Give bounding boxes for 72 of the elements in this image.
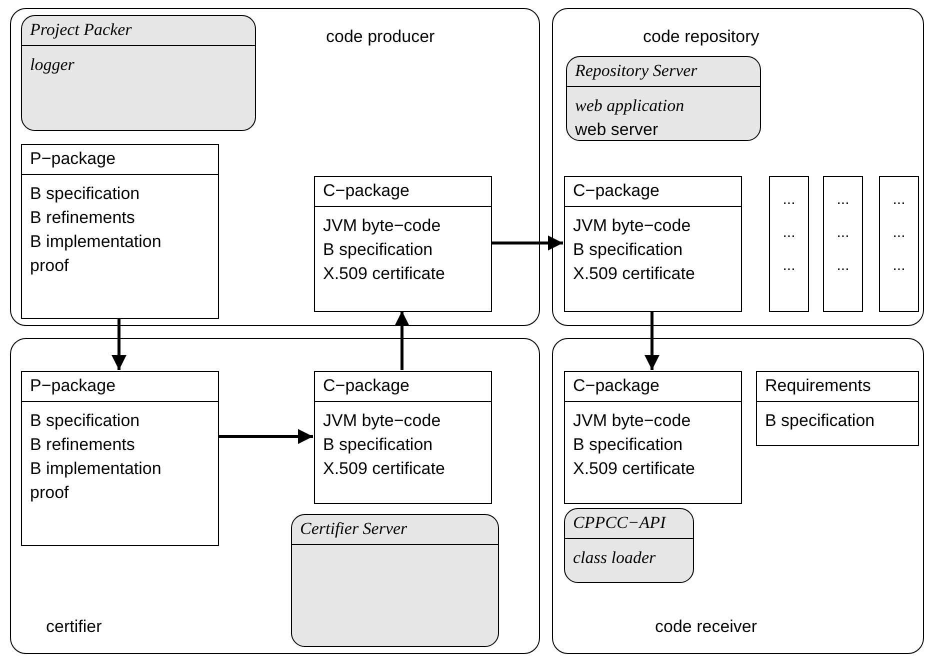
content-line: JVM byte−code [572, 410, 692, 432]
content-line: JVM byte−code [322, 410, 442, 432]
ellipsis-text: ... [892, 257, 906, 274]
content-line: logger [29, 54, 76, 76]
box-heading: C−package [565, 372, 741, 402]
content-line: web application [574, 95, 686, 117]
ellipsis-text: ... [892, 191, 906, 208]
box-heading: C−package [315, 372, 491, 402]
content-line: B specification [764, 410, 876, 432]
server-box [566, 56, 761, 141]
content-line: class loader [572, 547, 657, 569]
content-line: B specification [572, 434, 684, 456]
content-line: X.509 certificate [322, 263, 446, 285]
package-box [564, 371, 742, 504]
content-line: JVM byte−code [572, 215, 692, 237]
ellipsis-text: ... [836, 224, 850, 241]
package-box [314, 371, 492, 504]
box-heading: P−package [22, 145, 218, 175]
content-line: X.509 certificate [572, 458, 696, 480]
ellipsis-text: ... [782, 224, 796, 241]
box-heading: Repository Server [567, 57, 760, 87]
content-line: X.509 certificate [322, 458, 446, 480]
box-heading: C−package [315, 177, 491, 207]
region-panel [552, 8, 924, 326]
arrow [644, 311, 660, 370]
ellipsis-text: ... [892, 224, 906, 241]
region-title: certifier [46, 617, 102, 637]
content-line: X.509 certificate [572, 263, 696, 285]
box-heading: Requirements [757, 372, 918, 402]
content-line: B refinements [29, 207, 136, 229]
ellipsis-text: ... [836, 191, 850, 208]
content-line: B implementation [29, 231, 162, 253]
placeholder-box [769, 176, 809, 312]
arrow [218, 429, 313, 444]
box-heading: Certifier Server [292, 515, 498, 545]
package-box [21, 371, 219, 546]
content-line: B refinements [29, 434, 136, 456]
content-line: B specification [29, 183, 141, 205]
ellipsis-text: ... [782, 257, 796, 274]
placeholder-box [823, 176, 863, 312]
content-line: B implementation [29, 458, 162, 480]
content-line: B specification [29, 410, 141, 432]
ellipsis-text: ... [782, 191, 796, 208]
box-heading: C−package [565, 177, 741, 207]
region-title: code producer [326, 27, 435, 47]
region-panel [10, 338, 540, 654]
content-line: proof [29, 482, 70, 504]
placeholder-box [879, 176, 919, 312]
content-line: web server [574, 119, 660, 141]
content-line: proof [29, 255, 70, 277]
package-box [21, 144, 219, 319]
region-title: code receiver [655, 617, 758, 637]
content-line: JVM byte−code [322, 215, 442, 237]
box-heading: P−package [22, 372, 218, 402]
server-box [21, 15, 256, 131]
region-title: code repository [643, 27, 760, 47]
content-line: B specification [572, 239, 684, 261]
box-heading: CPPCC−API [565, 509, 693, 539]
arrow [394, 311, 410, 370]
server-box [564, 508, 694, 583]
package-box [756, 371, 919, 446]
content-line: B specification [322, 434, 434, 456]
package-box [314, 176, 492, 312]
region-panel [552, 338, 924, 654]
arrow [112, 318, 126, 370]
package-box [564, 176, 742, 312]
box-heading: Project Packer [22, 16, 255, 46]
ellipsis-text: ... [836, 257, 850, 274]
content-line: B specification [322, 239, 434, 261]
arrow [491, 236, 563, 250]
server-box [291, 514, 499, 647]
region-panel [10, 8, 540, 326]
